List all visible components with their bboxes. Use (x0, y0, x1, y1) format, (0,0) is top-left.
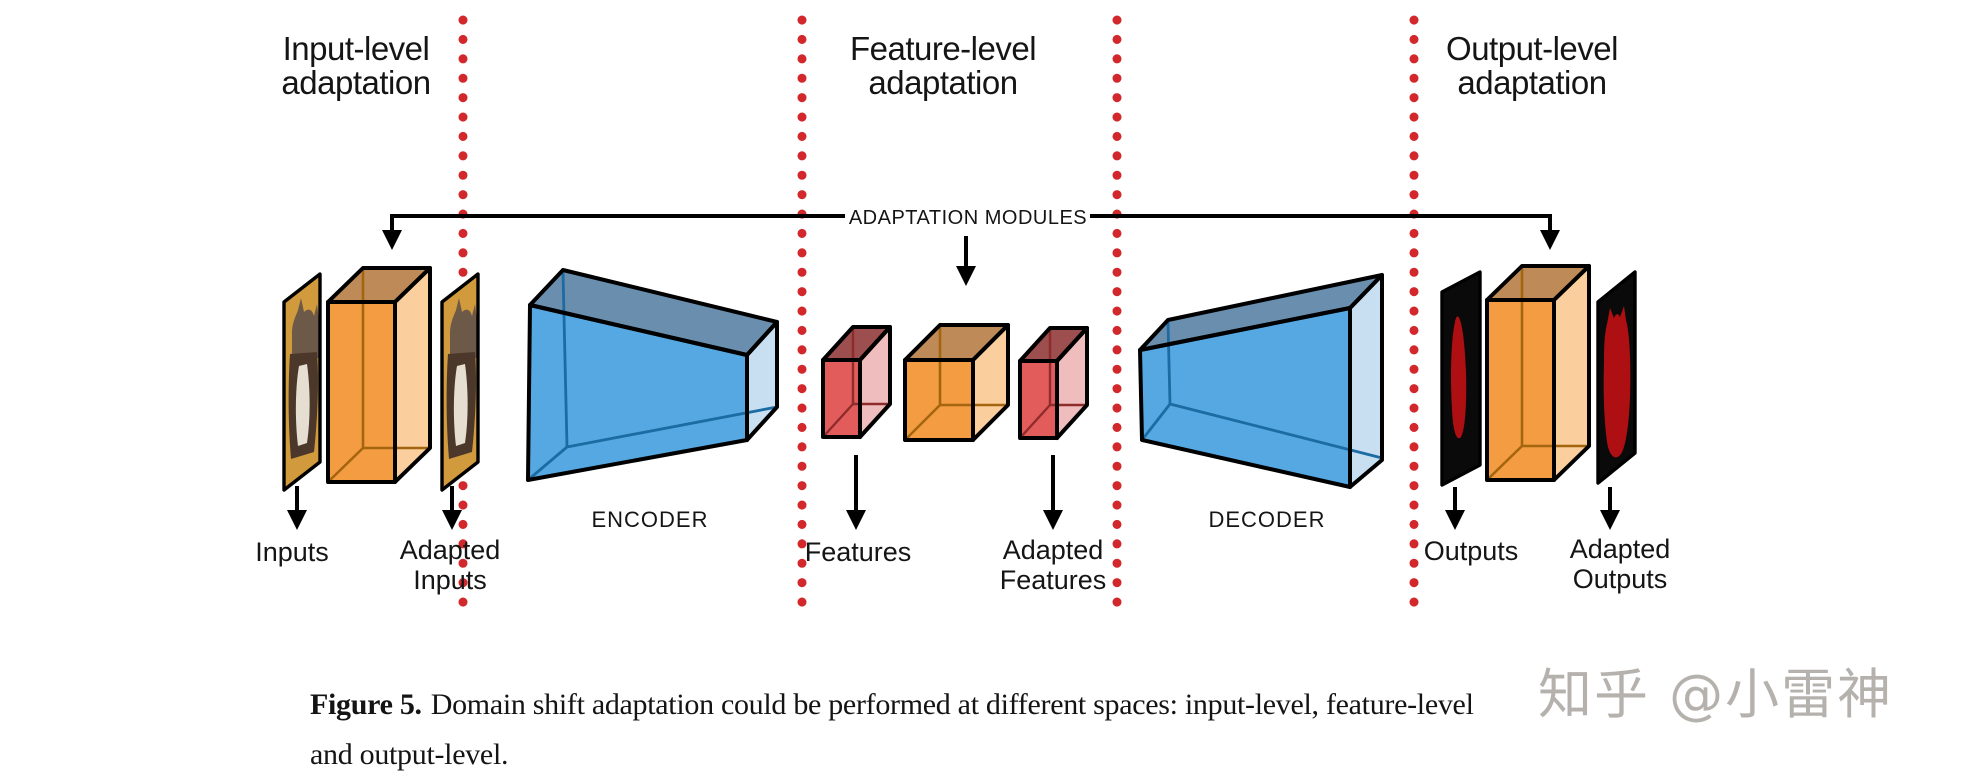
connector-line-left (382, 214, 845, 250)
decoder-top-face (1140, 275, 1382, 350)
output-adaptation-box (1485, 264, 1591, 482)
feature-stage: Features Adapted Features (805, 323, 1107, 595)
encoder-block: ENCODER (526, 268, 779, 532)
adaptation-modules-connector: ADAPTATION MODULES (382, 207, 1560, 286)
adaptation-modules-label: ADAPTATION MODULES (849, 207, 1087, 229)
zhihu-watermark: 知乎 @小雷神 (1538, 663, 1894, 726)
decoder-front-face (1140, 308, 1350, 487)
output-level-header-line1: Output-level (1446, 30, 1618, 67)
encoder-top-face (530, 270, 777, 355)
adapted-inputs-label-line1: Adapted (400, 535, 501, 565)
input-photo (284, 274, 320, 490)
decoder-outline (1348, 273, 1384, 489)
figure-caption: Figure 5.Domain shift adaptation could b… (310, 680, 1474, 780)
caption-figure-label: Figure 5. (310, 688, 422, 721)
caption-line2: and output-level. (310, 738, 509, 771)
decoder-side-face (1350, 275, 1382, 487)
adapted-outputs-label-line1: Adapted (1570, 534, 1671, 564)
output-level-header-line2: adaptation (1457, 64, 1606, 101)
feature-adaptation-cube (903, 323, 1010, 442)
caption-text-line1: Domain shift adaptation could be perform… (430, 688, 1474, 721)
feature-level-header-line1: Feature-level (850, 30, 1036, 67)
adapted-outputs-label-line2: Outputs (1573, 564, 1668, 594)
adapted-inputs-label-line2: Inputs (413, 565, 487, 595)
adapted-features-label-line2: Features (1000, 565, 1107, 595)
features-slab (821, 325, 892, 439)
inputs-label: Inputs (255, 537, 329, 567)
input-level-header-line2: adaptation (281, 64, 430, 101)
features-label: Features (805, 537, 912, 567)
encoder-outline (745, 320, 779, 442)
output-mask-border (1440, 270, 1482, 487)
feature-level-header-line2: adaptation (868, 64, 1017, 101)
column-headers: Input-level adaptation Feature-level ada… (281, 30, 1618, 101)
adapted-output-mask-border (1596, 270, 1637, 485)
adapted-output-mask-blob (1603, 306, 1631, 458)
adapted-output-mask (1596, 270, 1637, 485)
output-mask (1440, 270, 1482, 487)
adapted-features-label-line1: Adapted (1003, 535, 1104, 565)
decoder-block: DECODER (1138, 273, 1384, 532)
input-stage: Inputs Adapted Inputs (255, 266, 501, 595)
connector-line-right (1090, 214, 1560, 250)
adapted-features-slab (1018, 326, 1089, 440)
encoder-front-face (528, 305, 747, 480)
output-stage: Outputs Adapted Outputs (1424, 264, 1671, 594)
outputs-label: Outputs (1424, 536, 1519, 566)
encoder-label: ENCODER (591, 507, 708, 532)
decoder-hidden-edges (1140, 321, 1383, 460)
decoder-label: DECODER (1208, 507, 1325, 532)
caption-line1: Figure 5.Domain shift adaptation could b… (310, 680, 1474, 730)
adapted-input-photo (442, 274, 478, 490)
input-level-header-line1: Input-level (283, 30, 430, 67)
encoder-hidden-edges (527, 271, 778, 482)
input-adaptation-box (326, 266, 432, 484)
output-mask-blob (1451, 316, 1467, 439)
